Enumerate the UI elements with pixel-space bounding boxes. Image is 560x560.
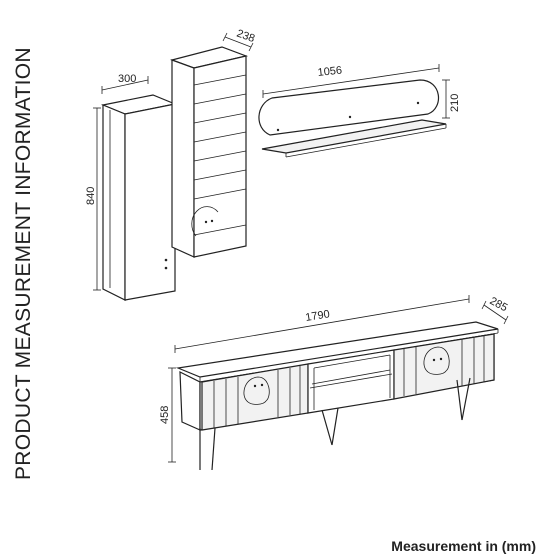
dimension-458: 458: [159, 367, 176, 463]
dimension-210: 210: [442, 79, 461, 119]
dimension-1056: 1056: [262, 64, 440, 98]
dim-238-label: 238: [235, 28, 256, 46]
dim-210-label: 210: [449, 94, 461, 112]
dimension-285: 285: [481, 295, 510, 325]
tv-unit: [175, 321, 499, 471]
dim-840-label: 840: [85, 187, 97, 205]
footer-note: Measurement in (mm): [391, 538, 536, 554]
dimension-238: 238: [222, 28, 256, 52]
dimension-1790: 1790: [174, 295, 470, 353]
dimension-300: 300: [101, 73, 149, 94]
dim-1790-label: 1790: [305, 308, 331, 324]
dim-285-label: 285: [488, 295, 510, 314]
dimension-840: 840: [85, 107, 101, 291]
wall-shelf: [258, 79, 447, 158]
tall-cabinet: [100, 94, 178, 301]
dim-458-label: 458: [159, 406, 171, 424]
dim-1056-label: 1056: [317, 64, 343, 78]
slatted-unit: [169, 46, 249, 258]
dim-300-label: 300: [118, 73, 136, 85]
